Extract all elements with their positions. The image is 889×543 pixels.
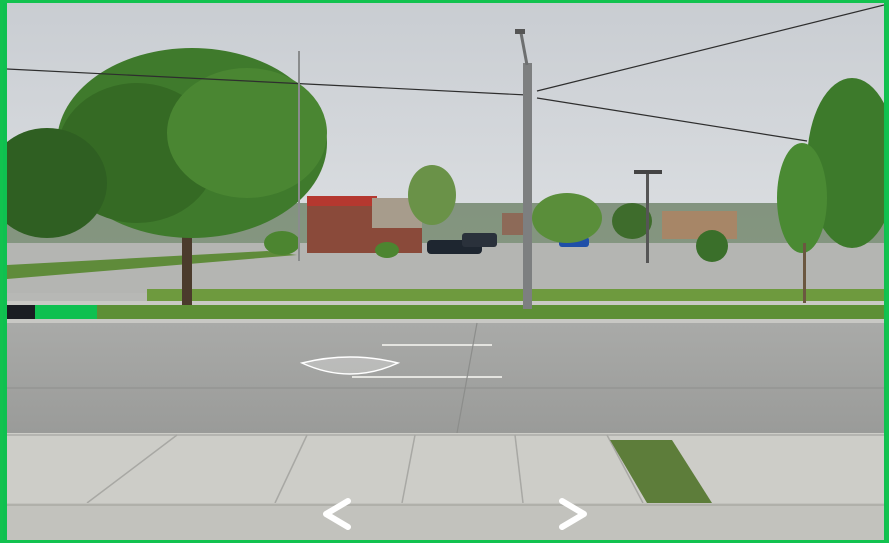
pan-cursor-ring — [300, 356, 400, 375]
grass-patch — [610, 440, 712, 503]
grass-strip — [147, 289, 884, 303]
sidewalk — [7, 433, 884, 503]
street-view-panorama[interactable] — [7, 3, 884, 540]
street-light-pole — [523, 63, 532, 309]
chevron-left-icon[interactable] — [318, 497, 358, 531]
chevron-right-icon[interactable] — [552, 497, 592, 531]
